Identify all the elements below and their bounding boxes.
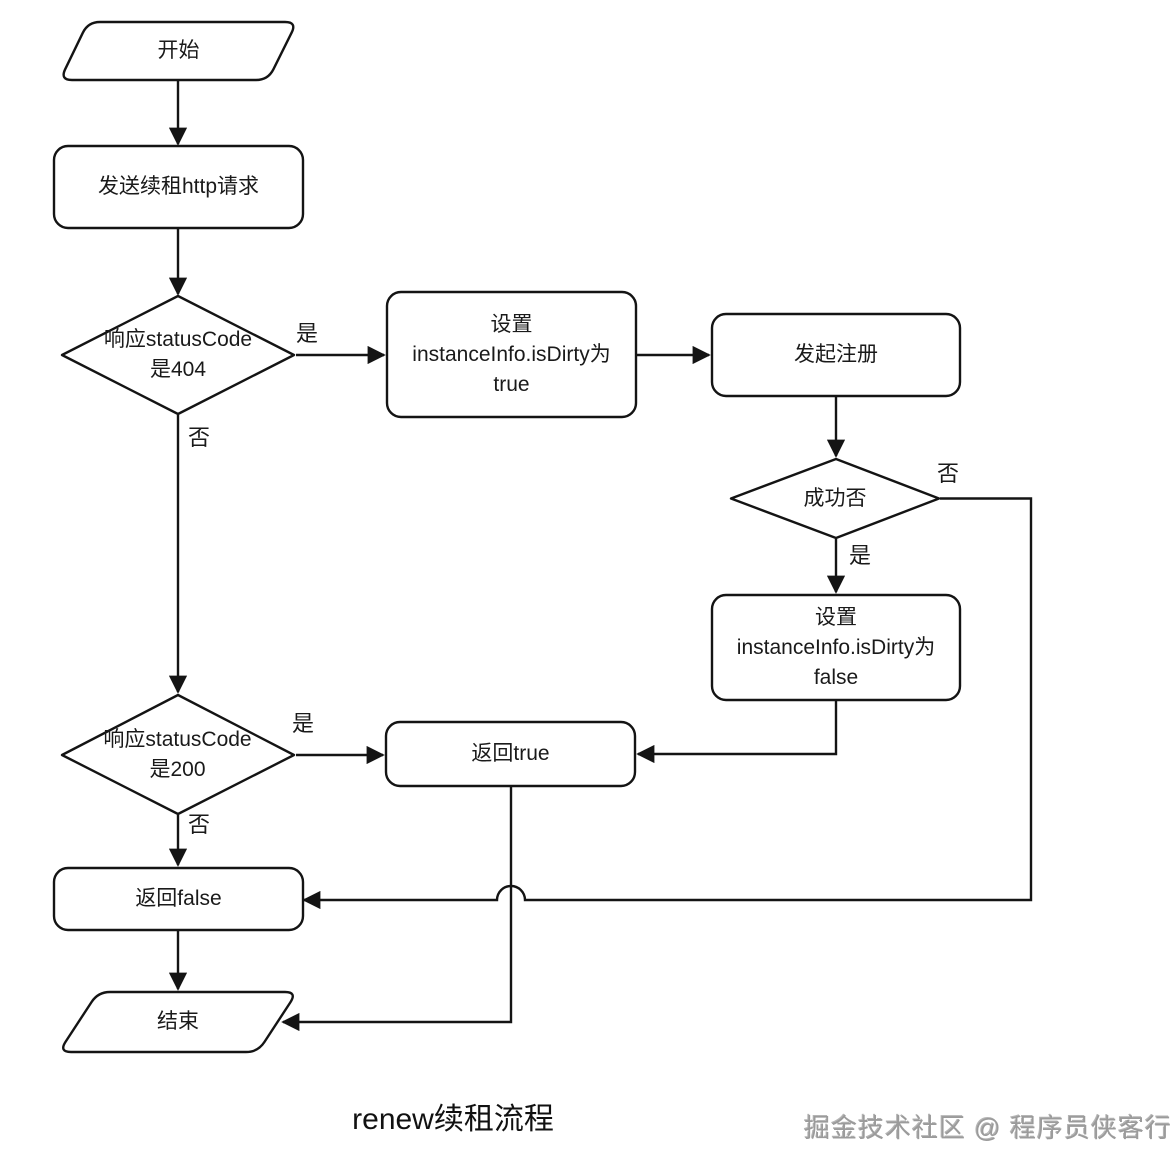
label-check-404-no: 否 (187, 425, 210, 450)
edge-returntrue-to-end (281, 787, 513, 1032)
label-check-success-no: 否 (936, 461, 959, 486)
check-404-shape (60, 294, 296, 416)
send-renew-shape (52, 144, 305, 230)
return-true-shape (384, 720, 637, 788)
label-check-200-no: 否 (187, 812, 210, 837)
edge-checksuccess-no-to-returnfalse (302, 497, 1033, 910)
watermark-text: 掘金技术社区 @ 程序员侠客行 (804, 1112, 1172, 1143)
set-dirty-false-shape (710, 593, 962, 702)
edge-setfalse-to-returntrue (636, 701, 838, 764)
check-success-shape (729, 457, 941, 540)
set-dirty-true-shape (385, 290, 638, 419)
register-shape (710, 312, 962, 398)
label-check-200-yes: 是 (291, 711, 314, 736)
label-check-success-yes: 是 (848, 543, 871, 568)
check-200-shape (60, 693, 296, 816)
label-check-404-yes: 是 (295, 321, 318, 346)
start-terminator-shape (62, 20, 295, 82)
diagram-title: renew续租流程 (352, 1103, 554, 1136)
end-terminator-shape (62, 990, 294, 1054)
return-false-shape (52, 866, 305, 932)
